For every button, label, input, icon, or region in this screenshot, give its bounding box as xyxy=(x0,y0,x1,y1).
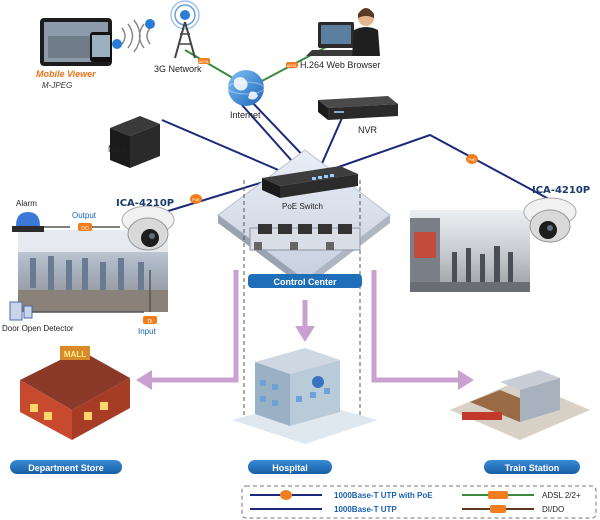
nvr-device-icon xyxy=(318,96,398,120)
link-internet-switch-a xyxy=(241,104,301,171)
right-camera-scene xyxy=(410,210,530,292)
cell-tower-icon xyxy=(170,0,200,59)
legend-utp-label: 1000Base-T UTP xyxy=(334,505,397,514)
legend-dido-badge-icon xyxy=(490,505,506,513)
door-detector-icon xyxy=(9,301,33,321)
legend-dido-label: DI/DO xyxy=(542,505,564,514)
train-station-building xyxy=(450,370,590,440)
adsl-tag-browser: ADSL xyxy=(287,63,298,68)
link-left-camera xyxy=(154,179,271,216)
hospital-badge xyxy=(248,460,332,474)
hospital-building xyxy=(232,348,378,444)
arrow-heads xyxy=(136,326,474,390)
badge-3g-waves xyxy=(145,19,155,29)
right-camera-icon xyxy=(523,197,577,243)
link-nvr-switch xyxy=(319,117,343,169)
adsl-badge-3g xyxy=(198,58,210,64)
badge-3g-mobile xyxy=(112,39,122,49)
legend-poe-badge-icon xyxy=(280,490,292,500)
door-detector-label: Door Open Detector xyxy=(2,324,74,333)
wireless-waves xyxy=(121,19,151,53)
legend-adsl-label: ADSL 2/2+ xyxy=(542,491,581,500)
mobile-viewer-label: Mobile Viewer xyxy=(36,69,96,79)
poe-switch-icon xyxy=(262,166,358,198)
department-store-label: Department Store xyxy=(28,463,104,473)
input-label: Input xyxy=(138,327,157,336)
internet-globe-icon xyxy=(227,70,265,106)
poe-tag-left: PoE xyxy=(192,197,200,202)
department-store-building xyxy=(20,346,130,440)
adsl-badge-browser xyxy=(286,62,298,68)
poe-tag-right: PoE xyxy=(468,157,476,162)
nas-label: NAS xyxy=(108,144,127,154)
nas-device-icon xyxy=(110,116,160,168)
do-badge xyxy=(78,223,92,231)
3g-network-label: 3G Network xyxy=(154,64,202,74)
poe-badge-right xyxy=(466,154,478,164)
nvr-label: NVR xyxy=(358,125,378,135)
left-camera-label: ICA-4210P xyxy=(116,198,174,209)
hospital-label: Hospital xyxy=(272,463,308,473)
alarm-label: Alarm xyxy=(16,199,37,208)
di-badge xyxy=(143,316,157,324)
right-camera-label: ICA-4210P xyxy=(532,185,590,196)
link-nas-switch xyxy=(161,119,291,176)
control-center-label: Control Center xyxy=(274,277,337,287)
legend-utp-poe-label: 1000Base-T UTP with PoE xyxy=(334,491,433,500)
legend-adsl-badge-icon xyxy=(488,491,508,499)
train-station-badge xyxy=(484,460,580,474)
web-browser-label: H.264 Web Browser xyxy=(300,60,380,70)
poe-badge-left xyxy=(190,194,202,204)
left-camera-icon xyxy=(121,205,175,251)
mjpeg-label: M-JPEG xyxy=(42,81,72,90)
do-tag-label: DO xyxy=(81,226,89,232)
internet-label: Internet xyxy=(230,110,261,120)
left-camera-scene xyxy=(18,230,168,312)
mall-sign-label: MALL xyxy=(64,350,86,359)
train-station-label: Train Station xyxy=(505,463,560,473)
mobile-viewer-device xyxy=(40,18,112,66)
output-label: Output xyxy=(72,211,97,220)
adsl-tag-3g: ADSL xyxy=(199,59,210,64)
alarm-icon xyxy=(12,212,44,232)
web-browser-user-icon xyxy=(306,8,380,56)
poe-switch-label: PoE Switch xyxy=(282,202,323,211)
department-store-badge xyxy=(10,460,122,474)
distribution-arrows xyxy=(150,270,460,383)
control-center-badge xyxy=(248,274,362,288)
link-right-camera xyxy=(329,133,561,206)
di-tag-label: DI xyxy=(148,319,153,325)
